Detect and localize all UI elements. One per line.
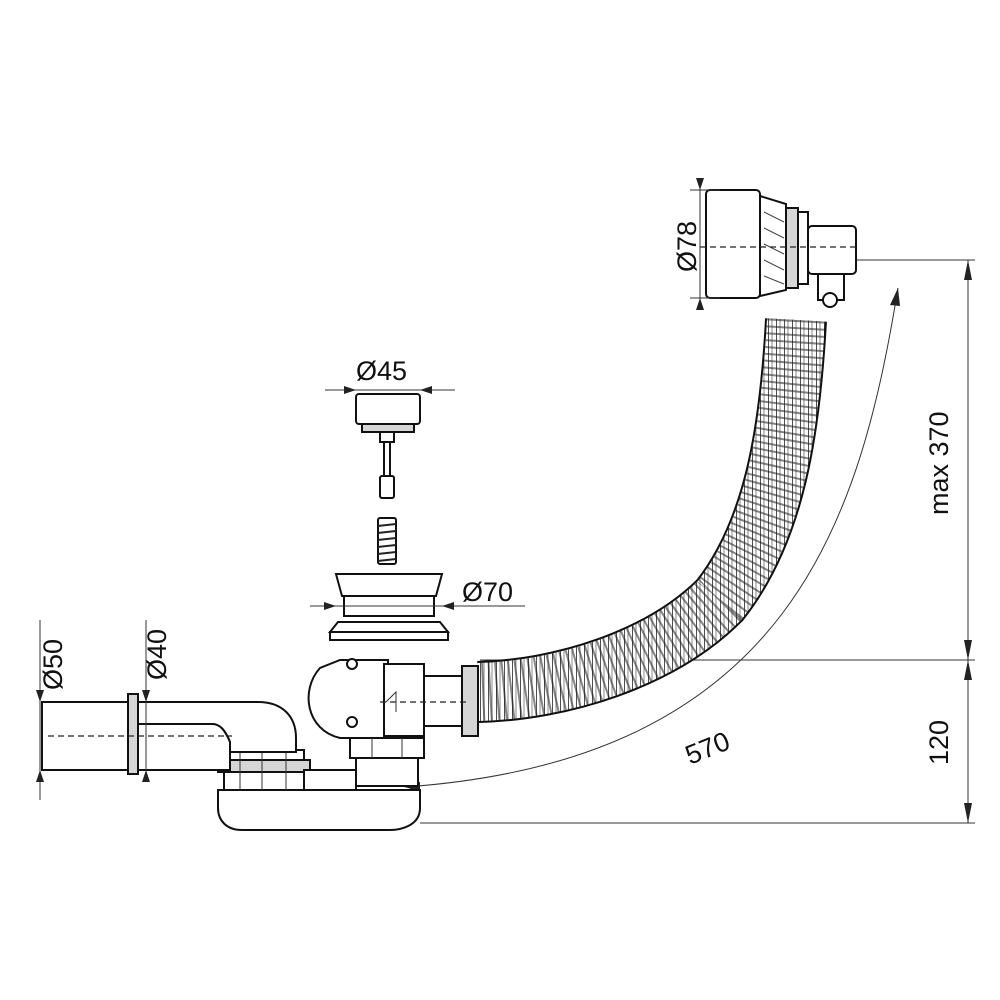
d45-dimension bbox=[325, 386, 455, 394]
drain-outlet-nut bbox=[349, 737, 425, 787]
d78-dimension bbox=[690, 178, 720, 310]
vertical-dimension-line bbox=[964, 260, 972, 823]
dimension-120-label: 120 bbox=[924, 720, 954, 765]
dimension-max-370-label: max 370 bbox=[924, 411, 954, 515]
dimension-d50-label: Ø50 bbox=[38, 639, 68, 690]
dimension-570-label: 570 bbox=[681, 726, 734, 771]
threaded-screw bbox=[377, 517, 397, 565]
siphon-trap bbox=[217, 749, 421, 831]
d50-dimension bbox=[36, 620, 44, 800]
drain-flange bbox=[327, 573, 451, 641]
d70-dimension bbox=[310, 602, 525, 610]
flexible-overflow-hose bbox=[476, 318, 827, 723]
dimension-d40-label: Ø40 bbox=[142, 629, 172, 680]
dimension-d45-label: Ø45 bbox=[356, 356, 407, 386]
drain-body bbox=[307, 658, 479, 739]
d40-dimension bbox=[142, 620, 150, 782]
dimension-d70-label: Ø70 bbox=[462, 577, 513, 607]
pop-up-stopper bbox=[355, 393, 421, 499]
outlet-pipe bbox=[41, 693, 297, 775]
overflow-cover bbox=[700, 189, 860, 308]
dimension-d78-label: Ø78 bbox=[672, 221, 702, 272]
